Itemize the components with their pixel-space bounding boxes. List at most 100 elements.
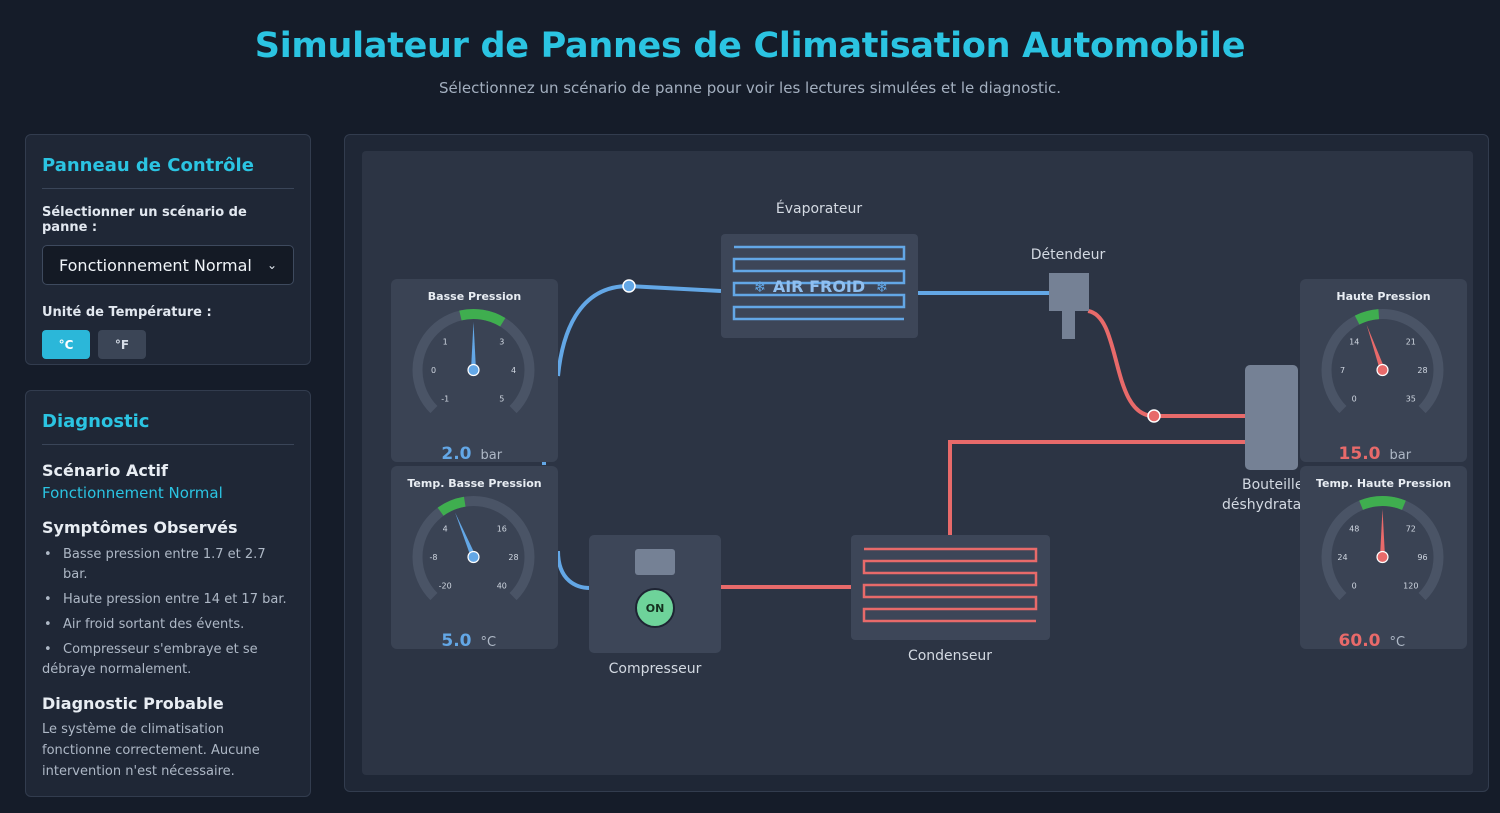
control-panel: Panneau de Contrôle Sélectionner un scén…: [25, 134, 311, 365]
gauge-tick-label: 72: [1406, 525, 1416, 534]
gauge-title: Temp. Haute Pression: [1316, 477, 1451, 490]
gauge-tick-label: 3: [499, 338, 504, 347]
evaporator-text: AIR FROID: [773, 277, 865, 296]
unit-toggle: °C °F: [42, 330, 294, 359]
scenario-select[interactable]: Fonctionnement Normal ⌄: [42, 245, 294, 285]
gauge-tick-label: -1: [441, 394, 449, 403]
gauge-normal-range: [459, 309, 506, 327]
unit-celsius-button[interactable]: °C: [42, 330, 90, 359]
snowflake-icon: ❄: [876, 278, 889, 296]
condenser-to-drier-line: [948, 440, 1246, 535]
gauge-title: Temp. Basse Pression: [407, 477, 541, 490]
gauge-value: 15.0: [1339, 444, 1381, 464]
low-temp-gauge: Temp. Basse Pression -20 -8 4 16 28 40 5.0 °C: [391, 466, 558, 651]
page-title: Simulateur de Pannes de Climatisation Au…: [254, 26, 1246, 66]
gauge-unit: bar: [1390, 448, 1412, 463]
drier-label-line1: Bouteille: [1242, 477, 1303, 493]
gauge-title: Basse Pression: [428, 290, 521, 303]
scenario-select-value: Fonctionnement Normal: [59, 255, 252, 275]
gauge-tick-label: 24: [1337, 553, 1347, 562]
gauge-normal-range: [437, 496, 466, 516]
diagram-panel: Évaporateur ❄ AIR FROID ❄ Détendeur Bout…: [344, 134, 1489, 792]
gauge-tick-label: 35: [1406, 394, 1416, 403]
gauge-tick-label: 1: [443, 338, 448, 347]
gauge-tick-label: 120: [1403, 581, 1418, 590]
gauge-tick-label: 48: [1349, 525, 1359, 534]
expansion-valve-stem: [1062, 311, 1075, 339]
condenser-label: Condenseur: [908, 648, 992, 664]
symptom-item: Haute pression entre 14 et 17 bar.: [42, 590, 294, 610]
compressor-state: ON: [646, 602, 665, 615]
gauge-title: Haute Pression: [1336, 290, 1430, 303]
gauge-needle: [455, 512, 476, 558]
ac-system-diagram: Évaporateur ❄ AIR FROID ❄ Détendeur Bout…: [391, 200, 1467, 677]
gauge-tick-label: 21: [1406, 338, 1416, 347]
gauge-tick-label: 4: [443, 525, 448, 534]
active-scenario-value: Fonctionnement Normal: [42, 484, 223, 502]
symptoms-list: Basse pression entre 1.7 et 2.7 bar. Hau…: [42, 545, 294, 680]
expansion-inlet-line: [1087, 309, 1246, 418]
gauge-normal-range: [1359, 496, 1406, 510]
gauge-tick-label: 0: [431, 366, 436, 375]
gauge-unit: °C: [481, 635, 497, 650]
symptoms-heading: Symptômes Observés: [42, 518, 238, 537]
snowflake-icon: ❄: [754, 278, 767, 296]
condenser-coil: [862, 547, 1038, 623]
compressor-head: [635, 549, 675, 575]
gauge-needle-hub: [467, 363, 480, 377]
probable-diagnosis-text: Le système de climatisation fonctionne c…: [42, 722, 260, 779]
gauge-tick-label: 5: [499, 394, 504, 403]
diagram-canvas: Évaporateur ❄ AIR FROID ❄ Détendeur Bout…: [362, 151, 1473, 775]
gauge-unit: bar: [481, 448, 503, 463]
suction-line: [556, 550, 591, 590]
gauge-needle-hub: [1376, 363, 1389, 377]
gauge-tick-label: 40: [497, 581, 507, 590]
gauge-tick-label: 28: [508, 553, 518, 562]
gauge-tick-label: 0: [1352, 581, 1357, 590]
control-panel-title: Panneau de Contrôle: [42, 155, 294, 189]
symptom-item: Basse pression entre 1.7 et 2.7 bar.: [42, 545, 294, 585]
gauge-track: [412, 496, 535, 601]
compressor-on-indicator[interactable]: [635, 588, 675, 628]
low-pressure-line: [556, 283, 722, 377]
gauge-tick-label: 0: [1352, 394, 1357, 403]
gauge-value: 5.0: [441, 631, 471, 651]
drier-label-line2: déshydrata: [1222, 497, 1301, 513]
diagnostic-title: Diagnostic: [42, 411, 294, 445]
compressor-label: Compresseur: [609, 661, 702, 677]
unit-label: Unité de Température :: [42, 305, 212, 320]
gauge-needle-hub: [1376, 550, 1389, 564]
diagnostic-panel: Diagnostic Scénario Actif Fonctionnement…: [25, 390, 311, 797]
chevron-down-icon: ⌄: [266, 258, 277, 272]
unit-fahrenheit-button[interactable]: °F: [98, 330, 146, 359]
scenario-label: Sélectionner un scénario de panne :: [42, 205, 247, 235]
gauge-needle: [1380, 509, 1385, 557]
condenser[interactable]: [851, 535, 1050, 640]
active-scenario-heading: Scénario Actif: [42, 461, 168, 480]
probable-diagnosis-heading: Diagnostic Probable: [42, 694, 224, 713]
symptom-item: Compresseur s'embraye et se débraye norm…: [42, 640, 294, 680]
gauge-normal-range: [1354, 309, 1380, 325]
evaporator-label: Évaporateur: [776, 200, 862, 217]
page-subtitle: Sélectionnez un scénario de panne pour v…: [438, 79, 1062, 97]
gauge-tick-label: 96: [1417, 553, 1427, 562]
expansion-valve[interactable]: [1049, 273, 1089, 311]
gauge-needle: [1366, 324, 1385, 371]
expansion-valve-label: Détendeur: [1031, 247, 1106, 263]
gauge-tick-label: 14: [1349, 338, 1359, 347]
high-temp-gauge: Temp. Haute Pression 0 24 48 72 96 120 60.0 °C: [1300, 466, 1467, 651]
gauge-tick-label: -8: [430, 553, 438, 562]
gauge-tick-label: -20: [439, 581, 452, 590]
gauge-value: 60.0: [1339, 631, 1381, 651]
high-pressure-port-dot[interactable]: [1147, 409, 1161, 423]
gauge-tick-label: 16: [497, 525, 507, 534]
low-pressure-port-dot[interactable]: [622, 279, 636, 293]
symptom-item: Air froid sortant des évents.: [42, 615, 294, 635]
gauge-needle-hub: [467, 550, 480, 564]
gauge-unit: °C: [1390, 635, 1406, 650]
gauge-value: 2.0: [441, 444, 471, 464]
evaporator-coil: [732, 245, 906, 321]
receiver-drier[interactable]: [1245, 365, 1298, 470]
